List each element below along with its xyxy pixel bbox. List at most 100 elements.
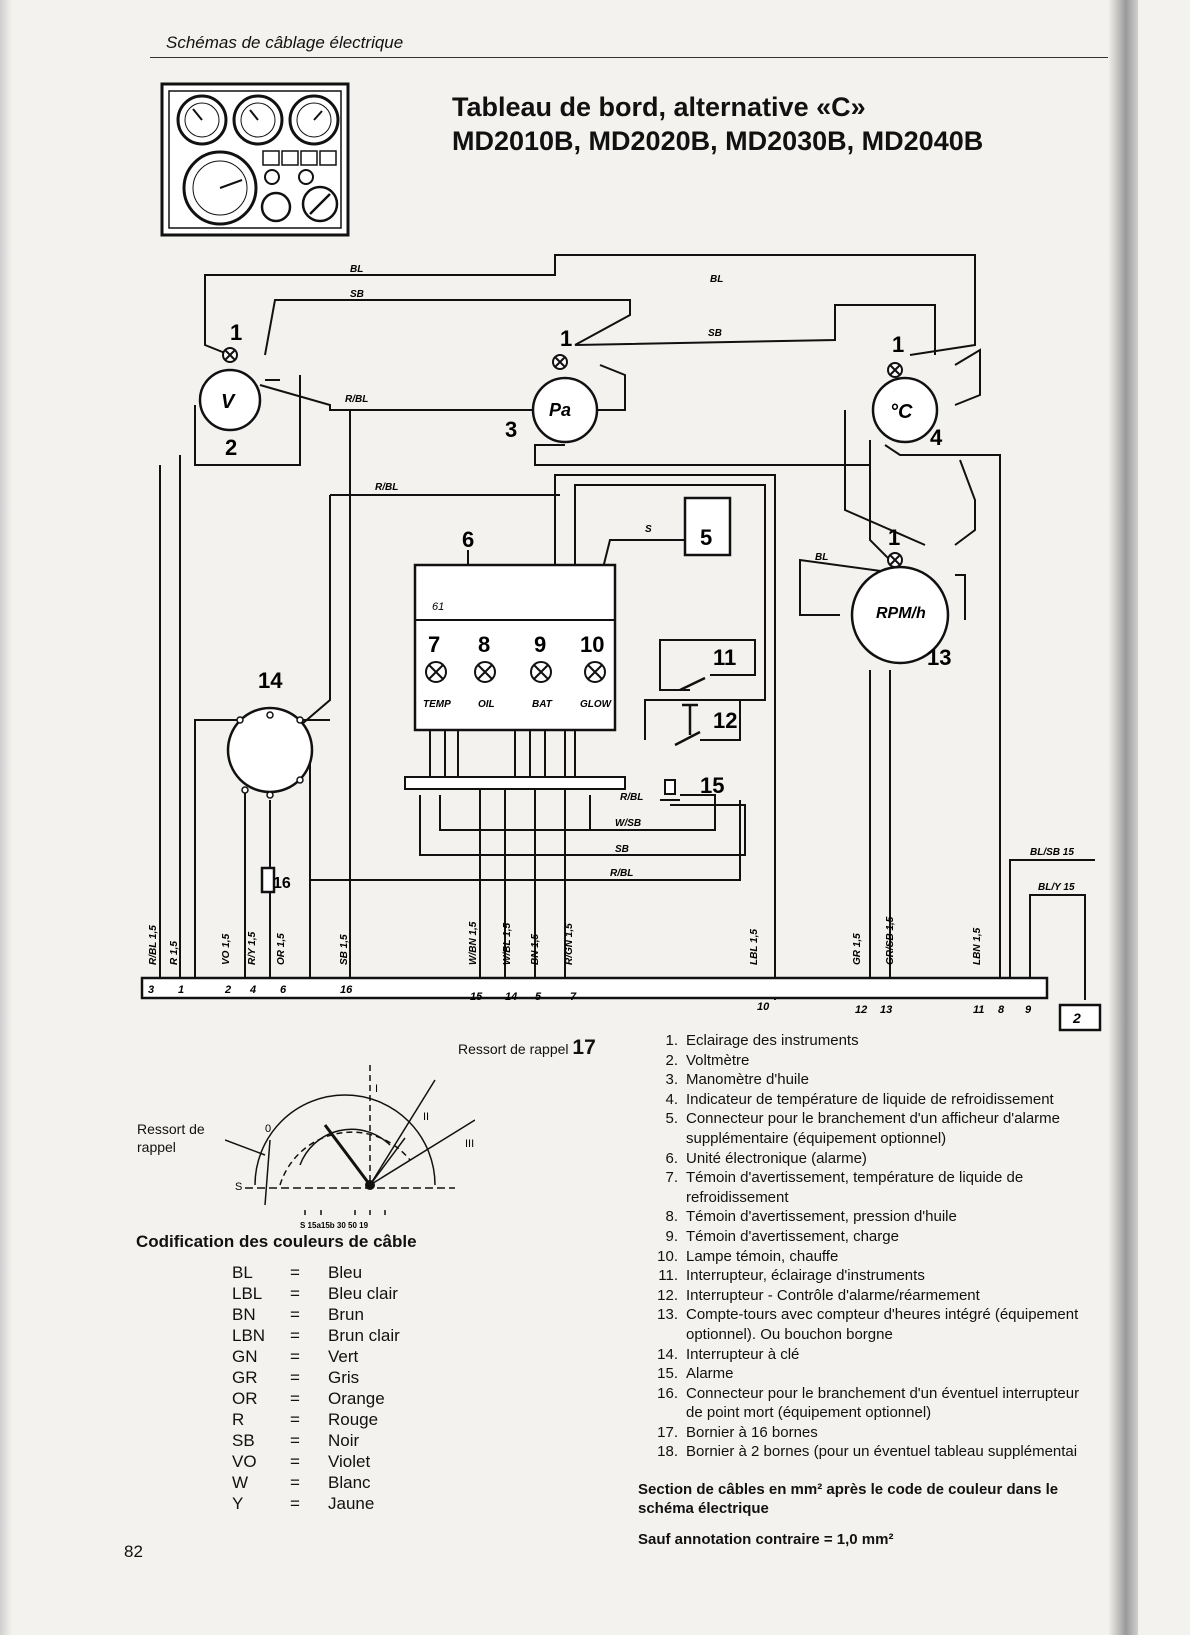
voltmeter-symbol: V [221, 391, 236, 413]
spring-label-17-number: 17 [572, 1036, 596, 1059]
color-code: W [232, 1473, 249, 1492]
bottom-wire-label: BN 1,5 [530, 933, 541, 965]
bottom-wire-label: LBN 1,5 [972, 927, 983, 965]
position-label-0: 0 [265, 1123, 271, 1135]
color-equals: = [290, 1389, 300, 1408]
legend-number: 12. [657, 1286, 678, 1304]
rpm-gauge-symbol: RPM/h [876, 605, 926, 622]
spring-label-left: Ressort de rappel [137, 1121, 205, 1155]
lamp-oil-label: OIL [478, 699, 495, 710]
bottom-wire-label: W/BL 1,5 [502, 923, 513, 965]
color-equals: = [290, 1326, 300, 1345]
terminal-num: 11 [973, 1004, 984, 1016]
num-11: 11 [713, 645, 736, 670]
alarm-unit: 61 TEMP OIL BAT GLOW [413, 550, 617, 732]
terminal-num: 5 [535, 991, 542, 1003]
legend-number: 11. [658, 1267, 678, 1285]
wire-label-bl-rpm: BL [815, 552, 828, 563]
legend-item: 8.Témoin d'avertissement, pression d'hui… [640, 1207, 1095, 1227]
alarm-buzzer [660, 779, 680, 801]
bottom-wire-label: OR 1,5 [276, 933, 287, 965]
legend-text: Interrupteur - Contrôle d'alarme/réarmem… [686, 1286, 980, 1304]
wire-label-bl-top: BL [350, 264, 363, 275]
color-name: Jaune [328, 1494, 375, 1513]
num-1d: 1 [888, 525, 900, 550]
color-code-row: BN=Brun [232, 1304, 400, 1325]
legend-number: 4. [665, 1090, 678, 1108]
legend-number: 7. [665, 1169, 678, 1187]
header-rule [150, 57, 1110, 58]
color-name: Brun clair [328, 1326, 400, 1345]
color-code: LBL [232, 1284, 263, 1303]
color-code: R [232, 1410, 245, 1429]
wire-label-s: S [645, 524, 652, 535]
legend-text: Unité électronique (alarme) [686, 1149, 867, 1167]
legend-item: 7.Témoin d'avertissement, température de… [640, 1168, 1095, 1207]
terminal-num: 3 [148, 984, 154, 996]
legend-text: Connecteur pour le branchement d'un éven… [686, 1384, 1080, 1422]
color-equals: = [290, 1284, 300, 1303]
terminal-block-16 [140, 976, 1049, 1000]
color-name: Rouge [328, 1410, 379, 1429]
wire-label-rbl-1: R/BL [345, 394, 368, 405]
legend-number: 15. [657, 1365, 678, 1383]
bottom-wire-label: W/BN 1,5 [468, 921, 479, 965]
wire-label-rbl-4: R/BL [610, 868, 633, 879]
legend-item: 14.Interrupteur à clé [640, 1345, 1095, 1365]
num-1c: 1 [892, 332, 904, 357]
num-13: 13 [927, 645, 951, 670]
legend-text: Indicateur de température de liquide de … [686, 1090, 1054, 1108]
default-note: Sauf annotation contraire = 1,0 mm² [638, 1531, 894, 1548]
position-label-ii: II [423, 1111, 429, 1123]
color-code-row: R=Rouge [232, 1409, 400, 1430]
binding-shadow [1108, 0, 1138, 1635]
color-equals: = [290, 1473, 300, 1492]
color-code-row: W=Blanc [232, 1472, 400, 1493]
terminal-num: 10 [757, 1001, 770, 1013]
oil-gauge-symbol: Pa [549, 400, 571, 420]
legend-item: 4. Indicateur de température de liquide d… [640, 1090, 1095, 1110]
legend-item: 17.Bornier à 16 bornes [640, 1423, 1095, 1443]
num-16: 16 [273, 875, 291, 892]
page-number: 82 [124, 1542, 143, 1561]
legend-item: 11.Interrupteur, éclairage d'instruments [640, 1266, 1095, 1286]
legend-item: 18.Bornier à 2 bornes (pour un éventuel … [640, 1442, 1095, 1462]
color-code-row: LBL=Bleu clair [232, 1283, 400, 1304]
unit-label: 61 [432, 601, 444, 613]
color-name: Noir [328, 1431, 360, 1450]
terminal-num: 14 [505, 991, 517, 1003]
color-code: LBN [232, 1326, 266, 1345]
color-code-row: SB=Noir [232, 1430, 400, 1451]
num-1b: 1 [560, 326, 572, 351]
legend-text: Connecteur pour le branchement d'un affi… [686, 1110, 1061, 1147]
wire-label-bl-right: BL [710, 274, 723, 285]
legend-number: 16. [657, 1384, 678, 1402]
legend-text: Lampe témoin, chauffe [686, 1247, 839, 1265]
wire-label-sb-top: SB [350, 289, 364, 300]
num-14: 14 [258, 668, 283, 693]
spring-label-17: Ressort de rappel 17 [458, 1036, 596, 1059]
color-code-row: LBN = Brun clair [232, 1325, 400, 1346]
bottom-wire-label: R/Y 1,5 [247, 931, 258, 965]
wire-label-rbl-3: R/BL [620, 792, 643, 803]
color-equals: = [290, 1305, 300, 1324]
legend-number: 9. [665, 1227, 678, 1245]
position-label-s: S [235, 1181, 242, 1193]
terminal-block-2 [1058, 1003, 1102, 1032]
wire-label-rbl-2: R/BL [375, 482, 398, 493]
lighting-switch [679, 676, 706, 692]
color-code: BN [232, 1305, 256, 1324]
alarm-connector-box [683, 496, 732, 557]
num-7: 7 [428, 632, 440, 657]
num-3: 3 [505, 417, 517, 442]
num-15: 15 [700, 773, 724, 798]
panel-thumbnail [160, 82, 350, 237]
bottom-wire-label: R 1,5 [169, 941, 180, 965]
temperature-gauge: °C [871, 376, 939, 444]
legend-text: Eclairage des instruments [686, 1032, 859, 1049]
left-edge-shadow [0, 0, 12, 1635]
color-equals: = [290, 1347, 300, 1366]
color-code: GR [232, 1368, 258, 1387]
color-code-row: VO=Violet [232, 1451, 400, 1472]
